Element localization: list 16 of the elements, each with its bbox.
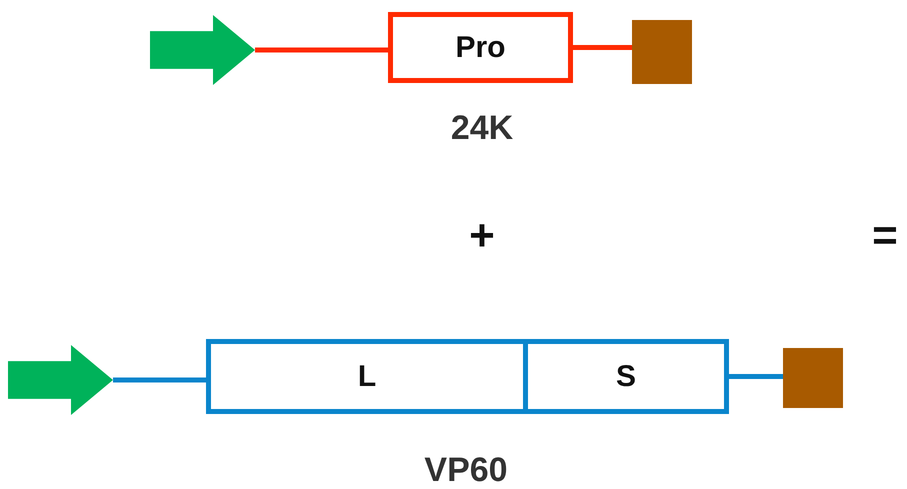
connector-line [573,45,632,50]
segment-label: S [616,360,636,394]
connector-line [113,378,206,382]
connector-line [729,374,783,379]
gene-segment-box [388,12,573,83]
square-block [783,348,843,408]
connector-line [255,48,388,52]
text-label: + [469,214,495,258]
gene-segment-box [528,339,729,414]
gene-segment-box [206,339,528,414]
text-label: = [872,214,898,258]
segment-label: Pro [455,30,506,64]
square-block [632,20,692,84]
text-label: VP60 [424,453,508,487]
text-label: 24K [450,111,514,145]
segment-label: L [358,360,376,394]
